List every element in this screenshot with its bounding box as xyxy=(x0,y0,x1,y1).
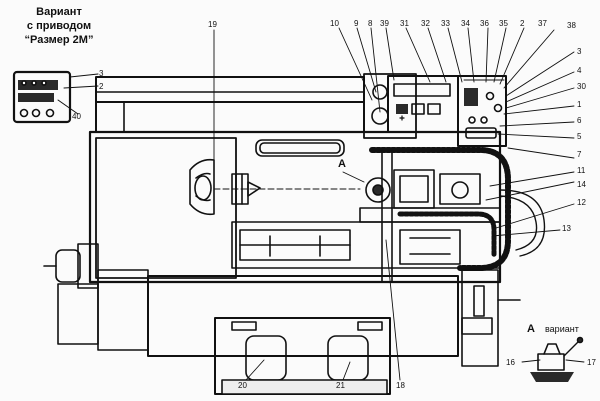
callout-28: 18 xyxy=(396,381,405,390)
callout-4: 4 xyxy=(577,66,582,75)
callout-32: 32 xyxy=(421,19,430,28)
callout-16: 16 xyxy=(506,358,515,367)
callout-19: 19 xyxy=(208,20,217,29)
inset-control-panel xyxy=(12,70,99,124)
callout-3: 3 xyxy=(577,47,582,56)
machine-base xyxy=(43,243,521,395)
leader-lines xyxy=(213,27,575,381)
callout-8: 8 xyxy=(368,19,373,28)
callout-38: 38 xyxy=(567,21,576,30)
inset-variant-line-1: Вариант xyxy=(36,6,82,18)
callout-9: 9 xyxy=(354,19,359,28)
callout-34: 34 xyxy=(461,19,470,28)
callout-2: 2 xyxy=(520,19,525,28)
callout-21: 21 xyxy=(336,381,345,390)
callout-5: 5 xyxy=(577,132,582,141)
callout-33: 33 xyxy=(441,19,450,28)
callout-7: 7 xyxy=(577,150,582,159)
detail-view-label: вариант xyxy=(545,324,579,334)
callout-37: 37 xyxy=(538,19,547,28)
callout-14: 14 xyxy=(577,180,586,189)
top-cover xyxy=(95,76,365,133)
detail-view-letter: A xyxy=(527,323,535,335)
callout-10: 10 xyxy=(330,19,339,28)
callout-13: 13 xyxy=(562,224,571,233)
callout-20: 20 xyxy=(238,381,247,390)
detail-view-a xyxy=(521,336,585,382)
callout-35: 35 xyxy=(499,19,508,28)
inset-variant-line-2: с приводом xyxy=(26,20,92,32)
callout-17: 17 xyxy=(587,358,596,367)
inset-variant-line-3: “Размер 2М” xyxy=(24,34,94,46)
machine-body xyxy=(88,130,502,284)
callout-31: 31 xyxy=(400,19,409,28)
callout-30: 30 xyxy=(577,82,586,91)
callout-36: 36 xyxy=(480,19,489,28)
inset-callout-40: 40 xyxy=(72,112,81,121)
inset-callout-3: 3 xyxy=(99,69,104,78)
control-panel xyxy=(363,73,507,147)
view-letter-a: A xyxy=(338,158,346,170)
inset-callout-2: 2 xyxy=(99,82,104,91)
callout-39: 39 xyxy=(380,19,389,28)
callout-12: 12 xyxy=(577,198,586,207)
cable-chain xyxy=(369,147,546,271)
callout-6: 6 xyxy=(577,116,582,125)
callout-1: 1 xyxy=(577,100,582,109)
callout-11: 11 xyxy=(577,166,586,175)
